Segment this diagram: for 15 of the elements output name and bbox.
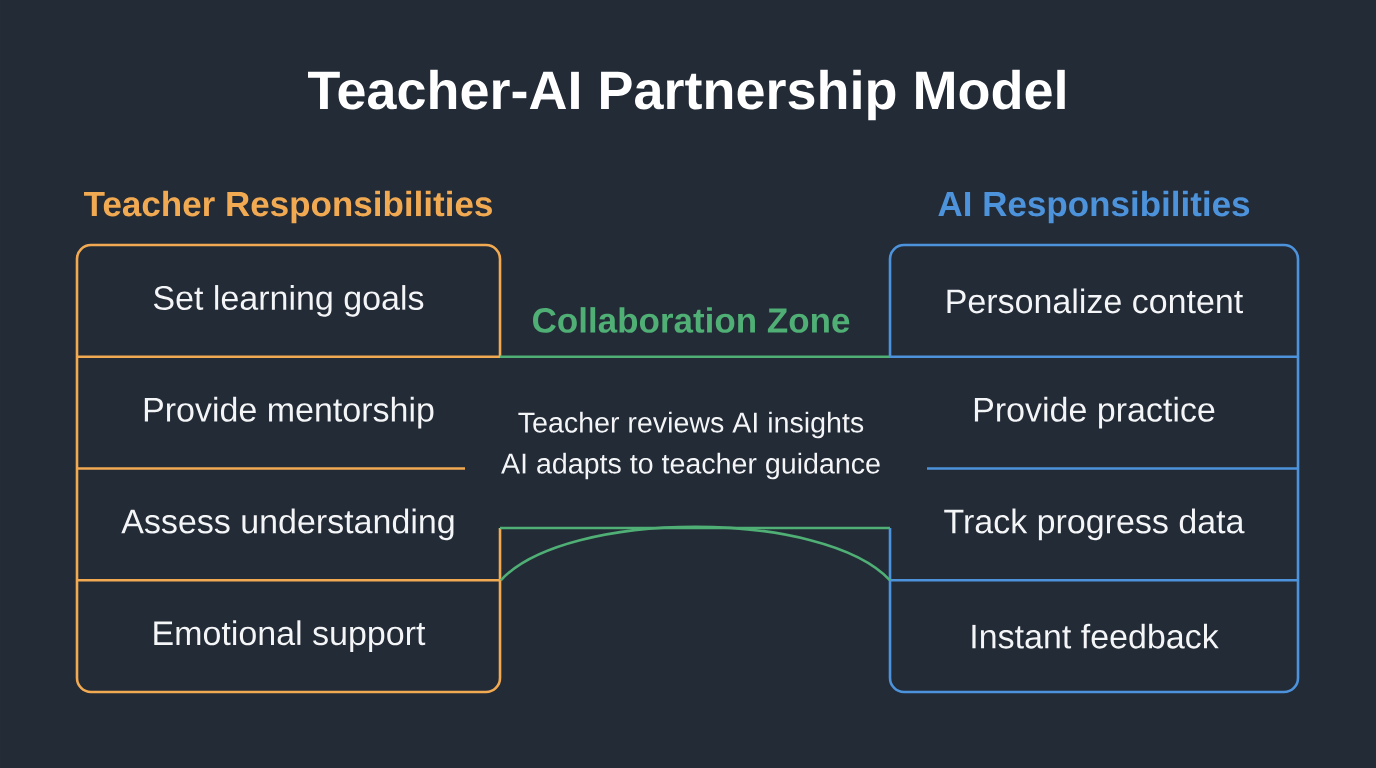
row-text: Personalize content: [947, 288, 1243, 314]
panel-heading: AI Responsibilities: [938, 190, 1250, 224]
row-text: Emotional support: [154, 620, 426, 652]
row-text: Provide mentorship: [144, 396, 434, 429]
row-text: Assess understanding: [121, 508, 454, 541]
row-text: Instant feedback: [972, 623, 1219, 649]
row-text: Provide practice: [974, 396, 1215, 429]
panel-heading: Teacher Responsibilities: [84, 190, 492, 224]
zone-text: AI adapts to teacher guidance: [501, 452, 880, 480]
zone-text: Teacher reviews AI insights: [518, 411, 864, 439]
row-text: Set learning goals: [153, 285, 424, 317]
title: Teacher-AI Partnership Model: [308, 69, 1065, 121]
zone-heading: Collaboration Zone: [533, 307, 850, 333]
row-text: Track progress data: [944, 508, 1245, 541]
arc-connector: [500, 525, 891, 582]
